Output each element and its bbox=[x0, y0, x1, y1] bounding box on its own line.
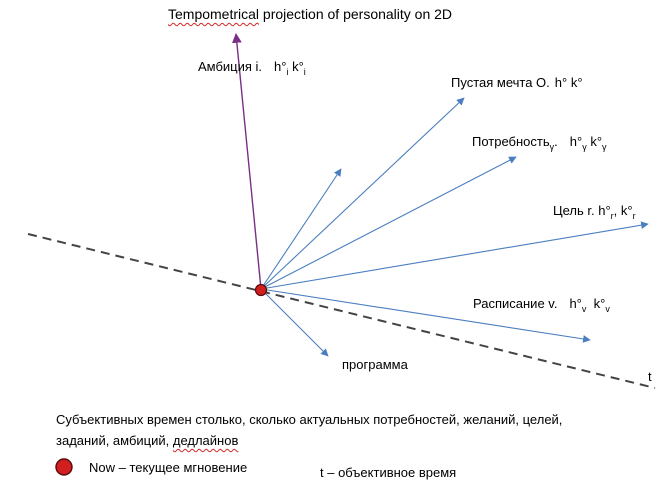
schedule-k: k° bbox=[593, 296, 606, 311]
description-line-2-text: заданий, амбиций, bbox=[56, 433, 173, 448]
description-line-2: заданий, амбиций, дедлайнов bbox=[56, 433, 238, 449]
description-line-1: Субъективных времен столько, сколько акт… bbox=[56, 412, 563, 427]
need-name: Потребность bbox=[472, 134, 550, 149]
program-vector bbox=[260, 288, 329, 357]
goal-k: k° bbox=[620, 203, 633, 218]
dream-label: Пустая мечта О. h° k° bbox=[451, 75, 583, 91]
now-legend-marker bbox=[55, 458, 73, 476]
need-label: Потребностьγ.h°γ k°γ bbox=[472, 134, 607, 152]
schedule-label: Расписание v.h°v k°v bbox=[473, 296, 610, 314]
title-rest: projection of personality on 2D bbox=[259, 6, 453, 22]
need-h: h° bbox=[569, 134, 583, 149]
legend-objective-time: t – объективное время bbox=[320, 465, 457, 480]
ambition-label: Амбиция i.h°i k°i bbox=[198, 59, 306, 77]
goal-sep: , bbox=[613, 203, 618, 218]
dream-name: Пустая мечта О. bbox=[451, 75, 550, 90]
need-k: k° bbox=[590, 134, 603, 149]
need-vector bbox=[260, 156, 517, 290]
title-keyword: Tempometrical bbox=[168, 6, 260, 22]
goal-name: Цель r. bbox=[553, 203, 595, 218]
goal-label: Цель r. h°r, k°r bbox=[553, 203, 636, 221]
ambition-k: k° bbox=[292, 59, 304, 74]
need-name-sub: γ bbox=[549, 142, 555, 152]
dream-vector bbox=[260, 97, 465, 290]
schedule-k-sub: v bbox=[605, 304, 610, 314]
ambition-h-sub: i bbox=[286, 67, 289, 77]
schedule-h: h° bbox=[569, 296, 582, 311]
time-axis-label: t bbox=[648, 369, 652, 384]
need-k-sub: γ bbox=[602, 142, 607, 152]
goal-h-sub: r bbox=[610, 211, 614, 221]
goal-vector bbox=[260, 221, 649, 290]
need-h-sub: γ bbox=[582, 142, 587, 152]
ambition-vector bbox=[231, 33, 262, 290]
schedule-h-sub: v bbox=[581, 304, 587, 314]
page-title: Tempometrical projection of personality … bbox=[168, 5, 452, 23]
program-label: программа bbox=[342, 357, 408, 372]
unlabeled-vector bbox=[260, 168, 342, 290]
description-deadlines: дедлайнов bbox=[172, 433, 239, 448]
goal-k-sub: r bbox=[632, 211, 636, 221]
goal-h: h° bbox=[598, 203, 611, 218]
ambition-h: h° bbox=[274, 59, 287, 74]
ambition-name: Амбиция i. bbox=[198, 59, 263, 74]
now-point bbox=[254, 283, 268, 297]
schedule-name: Расписание v. bbox=[473, 296, 558, 311]
need-dot: . bbox=[554, 134, 558, 149]
dream-h: h° bbox=[554, 75, 568, 90]
schedule-vector bbox=[260, 288, 591, 343]
dream-k: k° bbox=[570, 75, 583, 90]
ambition-k-sub: i bbox=[303, 67, 306, 77]
legend-now: Now – текущее мгновение bbox=[89, 460, 248, 475]
time-axis bbox=[27, 233, 656, 389]
